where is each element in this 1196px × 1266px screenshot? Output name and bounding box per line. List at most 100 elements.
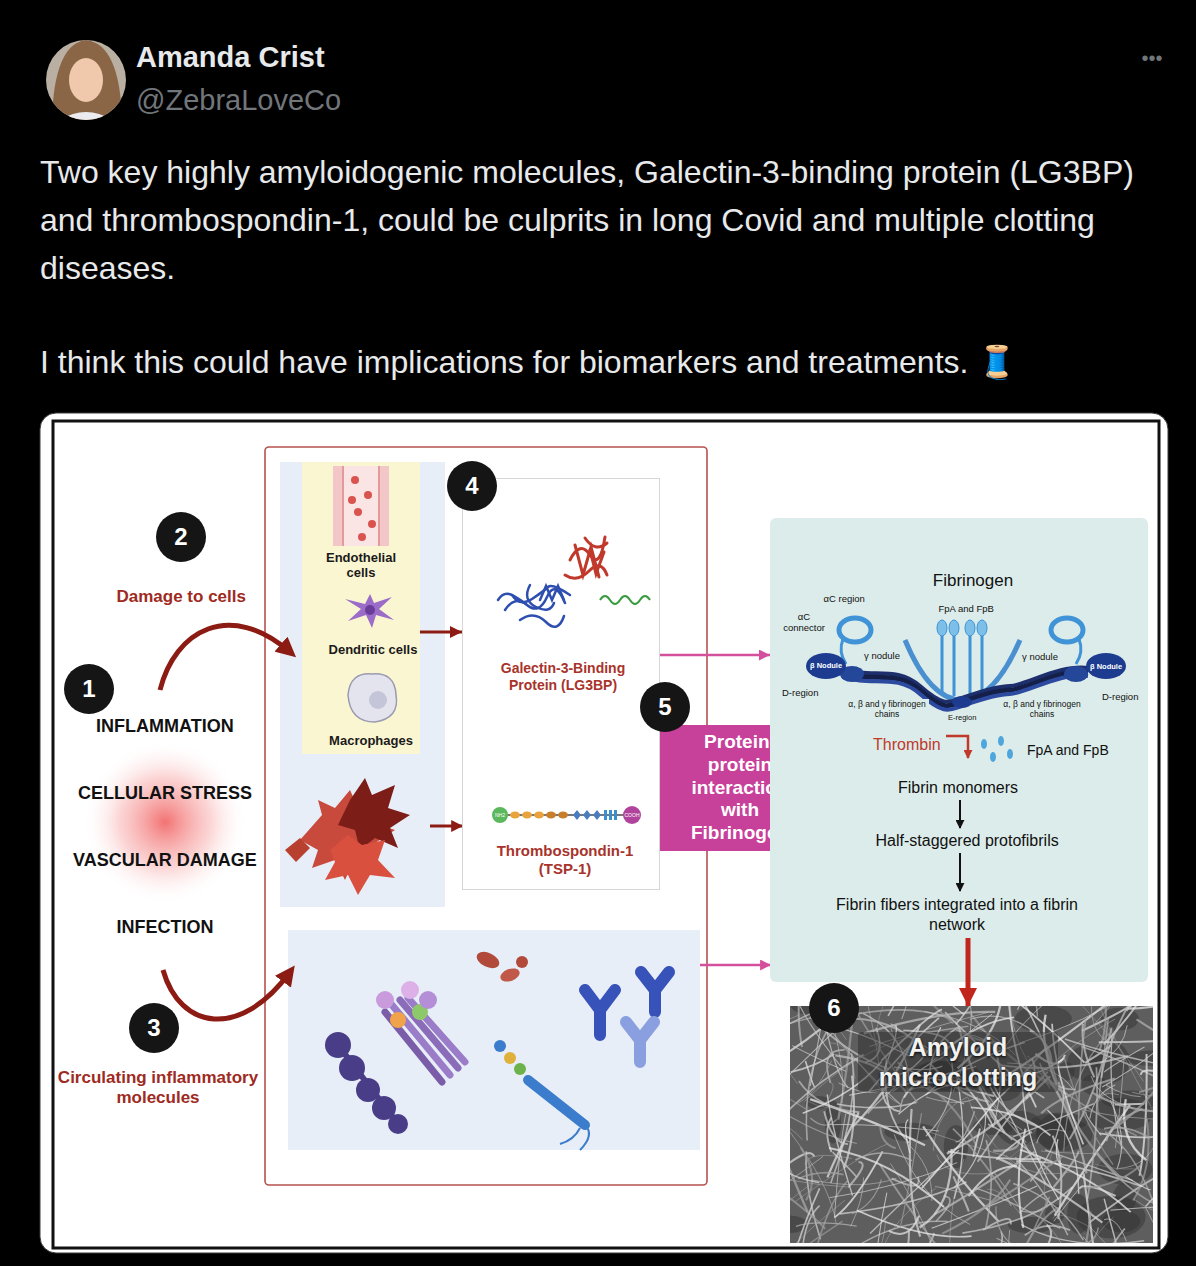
avatar <box>46 40 126 124</box>
molecule-fragment <box>474 949 502 972</box>
domain <box>546 812 556 819</box>
fibrin-fiber <box>1126 1006 1153 1011</box>
terminus-label: COOH <box>625 812 640 818</box>
helix <box>590 550 604 574</box>
fibrin-fiber <box>790 1188 820 1243</box>
vessel-edge <box>378 466 380 546</box>
protein-helix <box>565 537 607 578</box>
fibrin-fiber <box>790 1164 819 1182</box>
fibrin-fiber <box>798 1173 843 1179</box>
fibrin-fiber <box>1125 1176 1150 1189</box>
binding-arrow <box>700 964 770 967</box>
media-card <box>40 413 1168 1253</box>
released-peptide <box>981 739 987 749</box>
domain <box>558 812 568 819</box>
node-text: Dendritic cells <box>328 642 418 658</box>
fibrin-fiber <box>1094 1228 1125 1243</box>
fibrin-fiber <box>1145 1206 1153 1243</box>
part-label: α, β and γ fibrinogen chains <box>1000 699 1084 719</box>
fibrinopeptide <box>949 620 959 636</box>
vessel-edge <box>342 466 344 546</box>
avatar-hair <box>52 40 122 120</box>
fibrin-fiber <box>790 1021 798 1083</box>
fibrin-fiber <box>1091 1076 1133 1108</box>
molecule-bead <box>388 1114 408 1134</box>
fibrin-fiber <box>987 1189 1023 1219</box>
fibrin-fiber <box>1104 1006 1153 1045</box>
cleavage-arrow <box>946 736 968 758</box>
fibrin-fiber <box>1021 1198 1048 1212</box>
connector-arrow <box>420 631 462 634</box>
fibrin-fiber <box>994 1172 1019 1206</box>
micrograph: Amyloid microclotting <box>790 1006 1153 1243</box>
product-label: FpA and FpB <box>1027 742 1109 759</box>
fibrin-fiber <box>880 1125 895 1149</box>
receptor-bead <box>494 1040 506 1052</box>
fibrin-fiber <box>857 1210 972 1237</box>
molecule-head <box>390 1012 406 1028</box>
fibrin-fiber <box>875 1231 909 1243</box>
network-arrow-stem <box>966 938 971 982</box>
trigger-label: CELLULAR STRESS <box>78 783 252 805</box>
fibrin-fiber <box>1081 1047 1153 1089</box>
fibrin-fiber <box>1146 1114 1153 1206</box>
node-text: Thrombospondin-1 (TSP-1) <box>480 842 650 878</box>
fibrin-fiber <box>844 1076 854 1168</box>
fibrin-fiber <box>790 1015 799 1028</box>
domain <box>522 812 532 819</box>
post-text: Two key highly amyloidogenic molecules, … <box>40 148 1160 292</box>
callout-number: 5 <box>640 682 690 732</box>
domain <box>604 810 607 820</box>
fibrin-fiber <box>1099 1039 1153 1042</box>
part-label: β Nodule <box>810 661 842 670</box>
macrophage <box>348 674 397 722</box>
fibrin-fiber <box>894 1134 970 1224</box>
domain <box>614 810 617 820</box>
avatar-face <box>69 58 103 102</box>
fibrin-fiber <box>997 1197 1049 1243</box>
fibrin-fiber <box>827 1094 852 1195</box>
molecule-ground <box>288 930 700 1150</box>
molecule-bead <box>356 1078 380 1102</box>
callout-number: 6 <box>809 983 859 1033</box>
molecule-bead <box>325 1032 351 1058</box>
e-region <box>952 696 972 708</box>
domain <box>609 810 612 820</box>
blood-cell <box>358 533 366 541</box>
protein-box: Galectin-3-Binding Protein (LG3BP)Thromb… <box>462 478 660 890</box>
callout-number: 2 <box>156 512 206 562</box>
receptor-tail <box>580 1125 589 1150</box>
fibrinopeptide <box>937 620 947 636</box>
molecule-stem <box>385 1012 442 1082</box>
fibrin-fiber <box>1019 1208 1058 1243</box>
author-name: Amanda Crist <box>136 40 556 75</box>
avatar-ground <box>46 40 126 120</box>
fibrin-fiber <box>1083 1110 1153 1120</box>
fibrin-fiber <box>1039 1006 1081 1007</box>
fibrin-fiber <box>1086 1166 1141 1189</box>
blood-cell <box>368 520 376 528</box>
connector-arrow <box>660 654 770 657</box>
cell-nucleus <box>365 605 375 615</box>
terminus-label: NH2 <box>495 812 505 818</box>
fibrin-fiber <box>792 1046 846 1072</box>
node-text: Amyloid microclotting <box>858 1032 1058 1092</box>
fibrin-fiber <box>906 1142 932 1201</box>
fibrin-fiber <box>931 1132 1008 1156</box>
dendritic-cell <box>345 594 394 628</box>
fibrin-fiber <box>790 1180 791 1206</box>
inflammatory-molecules <box>325 949 669 1150</box>
fibrin-fiber <box>1134 1199 1153 1214</box>
fibrin-fiber <box>1009 1230 1024 1243</box>
terminus <box>623 806 641 824</box>
figure-frame <box>53 421 1159 1248</box>
connector-arrow <box>966 982 971 1006</box>
receptor-stem <box>528 1080 585 1125</box>
more-menu: ••• <box>1142 46 1163 70</box>
protein-ribbon <box>498 585 570 627</box>
fibrinopeptide-stem <box>941 636 944 694</box>
callout-number: 4 <box>447 461 497 511</box>
step-arrow <box>959 853 961 891</box>
fibrin-fiber <box>855 1153 912 1161</box>
molecule-head <box>401 981 419 999</box>
